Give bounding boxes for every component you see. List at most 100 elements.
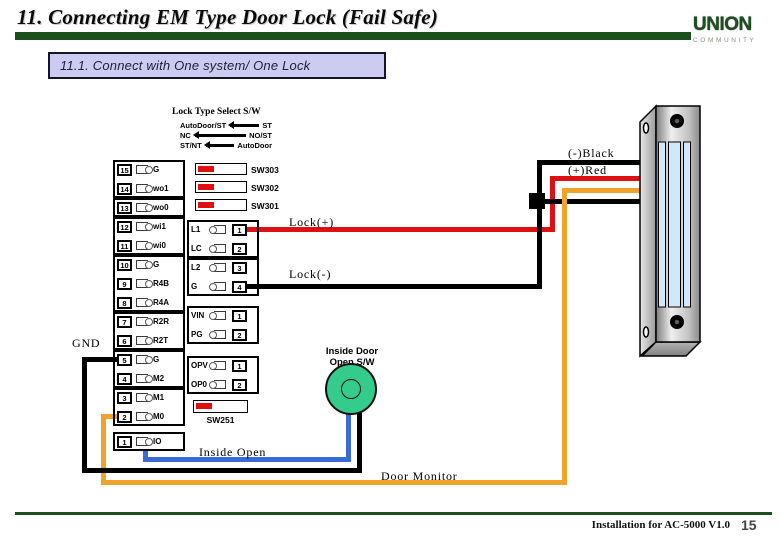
switch-label: SW251: [206, 415, 235, 425]
terminal-label: R2R: [153, 317, 170, 326]
terminal-label: R4B: [153, 279, 170, 288]
page-number: 15: [741, 517, 757, 533]
wire-door-monitor-stub: [101, 414, 117, 419]
switch-slider-icon: [196, 402, 212, 409]
left-arrow-icon: [228, 120, 260, 129]
terminal-row: OP0 2: [187, 375, 259, 394]
lock-type-left-label: AutoDoor/ST: [180, 120, 227, 130]
page-title: 11. Connecting EM Type Door Lock (Fail S…: [17, 5, 439, 29]
terminal-group: [113, 388, 185, 426]
wire-red-into-lock: [550, 176, 650, 181]
terminal-label: wi1: [153, 222, 166, 231]
switch-slider-icon: [198, 165, 214, 172]
terminal-label: M0: [153, 412, 165, 421]
terminal-label: M2: [153, 374, 165, 383]
terminal-row: 12 wi1: [113, 217, 185, 236]
wire-lock-minus-vertical: [537, 160, 542, 289]
terminal-number: 5: [117, 353, 132, 366]
door-monitor-label: Door Monitor: [381, 469, 458, 483]
wire-black-into-lock: [537, 160, 650, 165]
lock-type-select-title: Lock Type Select S/W: [172, 107, 261, 117]
section-subtitle: 11.1. Connect with One system/ One Lock: [48, 52, 386, 79]
terminal-group: [187, 220, 259, 258]
switch-label: SW302: [251, 183, 279, 193]
terminal-clamp-icon: [136, 241, 153, 250]
dip-switch-sw251: [193, 400, 248, 413]
terminal-row: 6 R2T: [113, 331, 185, 350]
terminal-number: 10: [117, 258, 132, 271]
lock-plus-label: Lock(+): [289, 215, 335, 229]
switch-slider-icon: [198, 201, 214, 208]
dip-switch-sw301: [195, 199, 247, 211]
terminal-number: 9: [117, 277, 132, 290]
terminal-number: 3: [117, 391, 132, 404]
terminal-number: 3: [232, 261, 247, 274]
dip-switch-sw303: [195, 163, 247, 175]
terminal-group: [187, 258, 259, 296]
inside-open-label: Inside Open: [199, 445, 267, 459]
lock-type-row: AutoDoor/ST ST: [180, 120, 272, 130]
wire-gnd-riser: [357, 408, 362, 473]
terminal-label: L1: [191, 225, 201, 234]
terminal-clamp-icon: [136, 355, 153, 364]
terminal-label: IO: [153, 437, 162, 446]
terminal-label: OP0: [191, 380, 208, 389]
terminal-number: 6: [117, 334, 132, 347]
lock-type-row: ST/NT AutoDoor: [180, 140, 272, 150]
switch-label: SW301: [251, 201, 279, 211]
wire-gnd-stub: [82, 357, 117, 362]
switch-label: SW303: [251, 165, 279, 175]
inside-door-open-button: [325, 363, 377, 415]
terminal-clamp-icon: [136, 336, 153, 345]
wire-door-monitor-bottom: [101, 480, 567, 485]
terminal-clamp-icon: [136, 317, 153, 326]
screw-hole: [674, 319, 680, 325]
wire-gnd-bottom: [82, 468, 362, 473]
terminal-group: [187, 356, 259, 394]
terminal-label: R2T: [153, 336, 169, 345]
terminal-clamp-icon: [209, 380, 226, 389]
wire-lock-plus-horizontal: [243, 227, 555, 232]
terminal-clamp-icon: [209, 225, 226, 234]
switch-slider-icon: [198, 183, 214, 190]
terminal-number: 11: [117, 239, 132, 252]
terminal-clamp-icon: [209, 361, 226, 370]
lock-minus-label: Lock(-): [289, 267, 332, 281]
screw-hole: [674, 118, 680, 124]
inside-door-open-switch-label: Inside Door Open S/W: [303, 346, 401, 368]
terminal-clamp-icon: [136, 184, 153, 193]
terminal-number: 12: [117, 220, 132, 233]
terminal-label: wi0: [153, 241, 166, 250]
terminal-number: 2: [232, 378, 247, 391]
terminal-group: [187, 306, 259, 344]
lock-type-left-label: NC: [180, 130, 191, 140]
terminal-number: 1: [117, 435, 132, 448]
logo-sub-text: COMMUNITY: [693, 37, 757, 44]
lock-type-right-label: AutoDoor: [237, 140, 272, 150]
terminal-label: LC: [191, 244, 202, 253]
terminal-label: G: [153, 165, 160, 174]
terminal-number: 7: [117, 315, 132, 328]
terminal-clamp-icon: [136, 222, 153, 231]
terminal-clamp-icon: [136, 165, 153, 174]
terminal-group: [113, 255, 185, 312]
terminal-label: wo0: [153, 203, 169, 212]
gnd-label: GND: [72, 336, 101, 350]
button-label-line1: Inside Door: [325, 346, 379, 357]
terminal-number: 2: [232, 328, 247, 341]
terminal-label: OPV: [191, 361, 208, 370]
terminal-clamp-icon: [136, 412, 153, 421]
terminal-number: 2: [117, 410, 132, 423]
company-logo: UNION COMMUNITY: [693, 14, 773, 44]
terminal-clamp-icon: [136, 298, 153, 307]
